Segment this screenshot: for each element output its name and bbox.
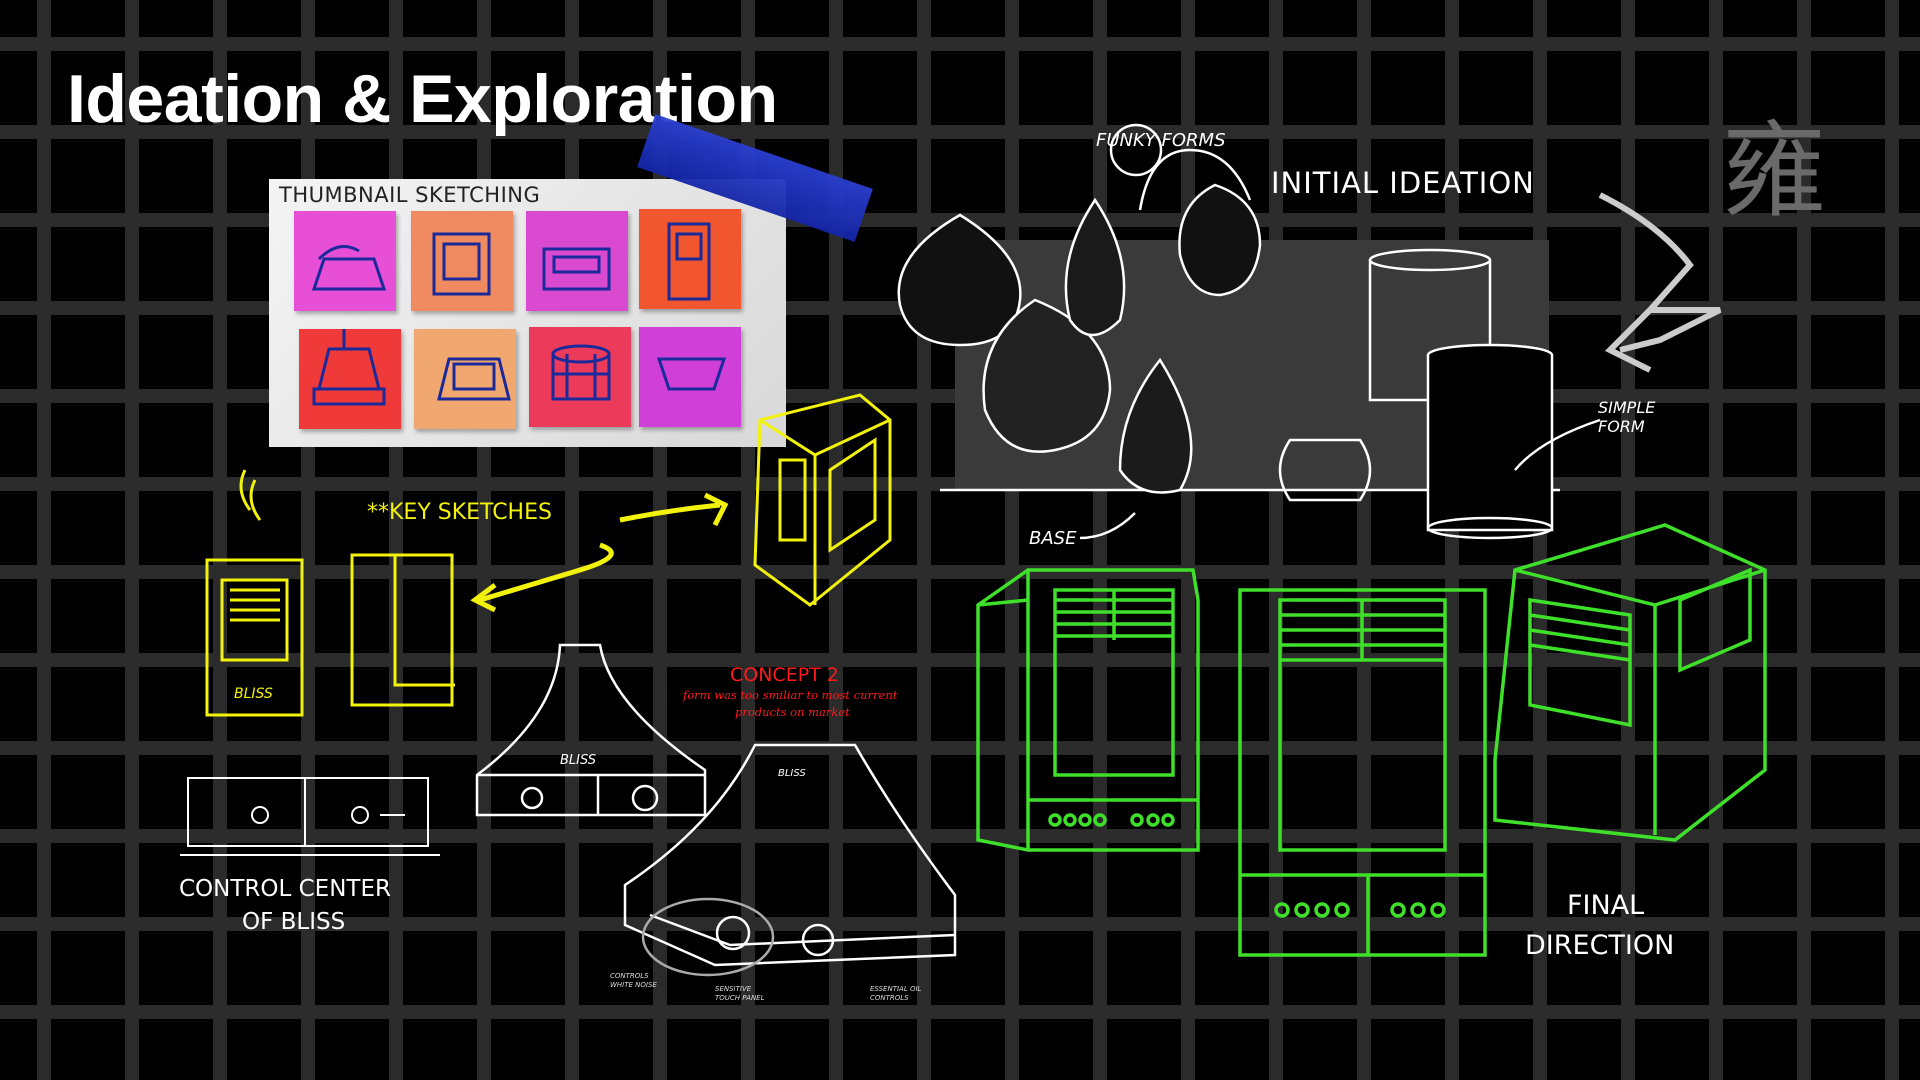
- annotation-controls: CONTROLS WHITE NOISE: [610, 972, 657, 989]
- simple-form-label: SIMPLE FORM: [1598, 398, 1656, 436]
- control-center-label-line1: CONTROL CENTER: [179, 876, 391, 902]
- control-center-label-line2: OF BLISS: [242, 909, 346, 935]
- concept2-note-line1: form was too smiliar to most current: [683, 688, 898, 702]
- concept2-brand-front: BLISS: [560, 753, 597, 768]
- key-sketches-label: **KEY SKETCHES: [367, 500, 552, 525]
- sticky-note: [639, 327, 741, 427]
- sticky-note: [299, 329, 401, 429]
- thumbnail-label: THUMBNAIL SKETCHING: [279, 183, 541, 207]
- initial-ideation-label: INITIAL IDEATION: [1271, 166, 1535, 200]
- thumbnail-sketches: [311, 222, 727, 406]
- final-direction-line2: DIRECTION: [1525, 930, 1675, 961]
- sticky-note: [414, 329, 516, 429]
- sticky-note: [529, 327, 631, 427]
- base-label: BASE: [1029, 528, 1077, 549]
- concept2-brand-angle: BLISS: [778, 768, 806, 779]
- concept2-note-line2: products on market: [735, 705, 850, 719]
- annotation-touch-panel: SENSITIVE TOUCH PANEL: [715, 985, 765, 1002]
- logo-character: 雍: [1722, 110, 1827, 232]
- annotation-oil: ESSENTIAL OIL CONTROLS: [870, 985, 922, 1002]
- funky-forms-label: FUNKY FORMS: [1096, 130, 1226, 151]
- sticky-note: [294, 211, 396, 311]
- bliss-sketch-label: BLISS: [234, 686, 273, 702]
- final-direction-line1: FINAL: [1567, 890, 1645, 921]
- concept2-title: CONCEPT 2: [730, 664, 839, 686]
- thumbnail-photo: THUMBNAIL SKETCHING: [269, 179, 786, 447]
